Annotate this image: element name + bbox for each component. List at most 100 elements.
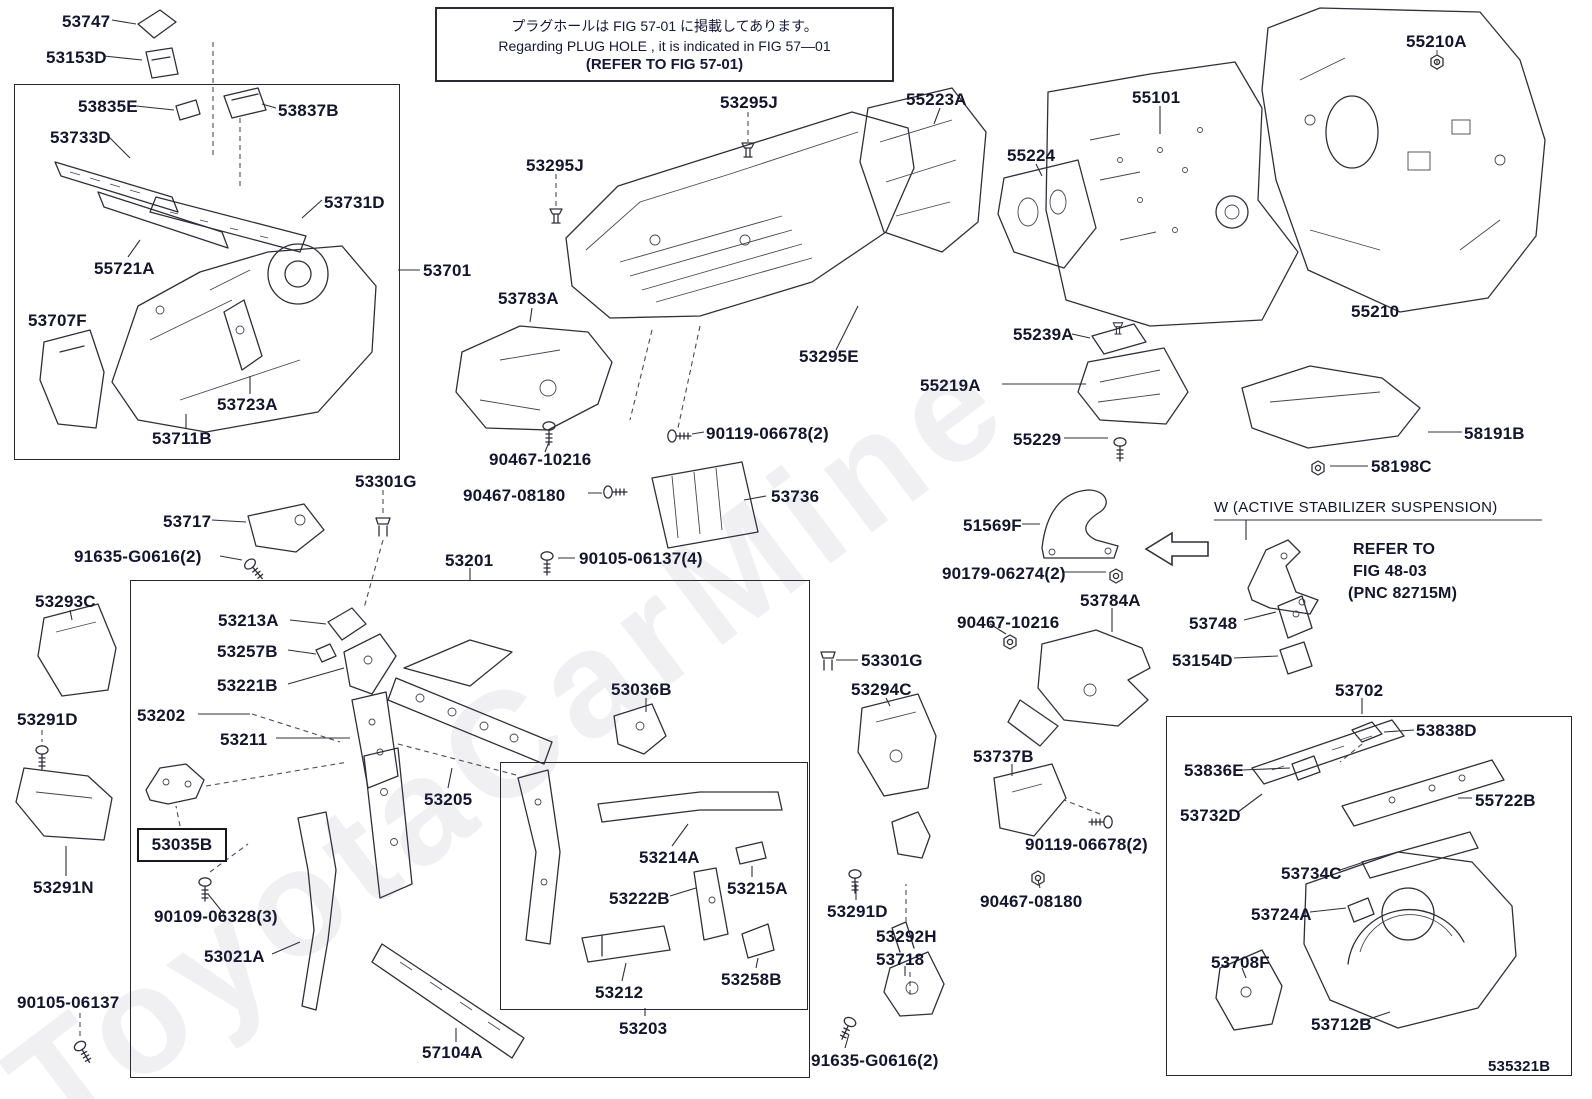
part-label-53835E[interactable]: 53835E (78, 97, 138, 116)
part-label-53731D[interactable]: 53731D (324, 193, 385, 212)
part-label-53203[interactable]: 53203 (619, 1019, 668, 1038)
radiator-support-group-drawing (145, 607, 553, 1059)
part-label-53205[interactable]: 53205 (424, 790, 473, 809)
part-label-53213A[interactable]: 53213A (218, 611, 279, 630)
part-label-53221B[interactable]: 53221B (217, 676, 278, 695)
part-label-53294C[interactable]: 53294C (851, 680, 912, 699)
part-label-55223A[interactable]: 55223A (906, 90, 967, 109)
part-label-53736[interactable]: 53736 (771, 487, 820, 506)
part-label-55219A[interactable]: 55219A (920, 376, 981, 395)
part-label-53836E[interactable]: 53836E (1184, 761, 1244, 780)
part-label-53717[interactable]: 53717 (163, 512, 212, 531)
part-label-58191B[interactable]: 58191B (1464, 424, 1525, 443)
dash-insulator-55223A-drawing (859, 87, 987, 253)
apron-rear-group-drawing (1215, 719, 1517, 1031)
part-label-53711B[interactable]: 53711B (152, 429, 212, 448)
part-label-90467-10216-1[interactable]: 90467-10216 (489, 450, 592, 469)
part-label-55229[interactable]: 55229 (1013, 430, 1062, 449)
part-label-55722B[interactable]: 55722B (1475, 791, 1536, 810)
stabilizer-heading: W (ACTIVE STABILIZER SUSPENSION) (1214, 499, 1498, 516)
part-label-53291D-1[interactable]: 53291D (17, 710, 78, 729)
part-label-53295E[interactable]: 53295E (799, 347, 859, 366)
part-label-53292H[interactable]: 53292H (876, 927, 937, 946)
part-label-53701[interactable]: 53701 (423, 261, 472, 280)
part-label-53222B[interactable]: 53222B (609, 889, 670, 908)
part-label-90119-06678-1[interactable]: 90119-06678(2) (706, 424, 829, 443)
part-label-53295J-1[interactable]: 53295J (720, 93, 778, 112)
part-label-53211[interactable]: 53211 (220, 730, 268, 749)
part-label-53718[interactable]: 53718 (876, 950, 925, 969)
refer-line-3: (PNC 82715M) (1348, 585, 1458, 602)
part-label-53748[interactable]: 53748 (1189, 614, 1238, 633)
refer-line-1: REFER TO (1353, 541, 1436, 558)
part-label-53838D[interactable]: 53838D (1416, 721, 1477, 740)
part-label-53214A[interactable]: 53214A (639, 848, 700, 867)
diagram-code: 535321B (1488, 1058, 1551, 1075)
part-label-55101[interactable]: 55101 (1132, 88, 1181, 107)
part-label-53733D[interactable]: 53733D (50, 128, 111, 147)
part-label-53734C[interactable]: 53734C (1281, 864, 1342, 883)
part-label-53712B[interactable]: 53712B (1311, 1015, 1372, 1034)
construction-dashed-lines (41, 42, 1438, 1036)
part-label-53258B[interactable]: 53258B (721, 970, 782, 989)
plug-hole-note-box: プラグホールは FIG 57-01 に掲載してあります。 Regarding P… (435, 7, 894, 82)
part-label-57104A[interactable]: 57104A (422, 1043, 483, 1062)
part-label-53708F[interactable]: 53708F (1211, 953, 1270, 972)
part-label-91635-G0616-2[interactable]: 91635-G0616(2) (811, 1051, 939, 1070)
part-label-53723A[interactable]: 53723A (217, 395, 278, 414)
part-label-51569F[interactable]: 51569F (963, 516, 1022, 535)
part-label-90467-10216-2[interactable]: 90467-10216 (957, 613, 1060, 632)
part-label-53021A[interactable]: 53021A (204, 947, 265, 966)
part-label-53257B[interactable]: 53257B (217, 642, 278, 661)
part-label-53747[interactable]: 53747 (62, 12, 111, 31)
part-label-53212[interactable]: 53212 (595, 983, 644, 1002)
part-label-53215A[interactable]: 53215A (727, 879, 788, 898)
cowl-top-panel-drawing (565, 111, 915, 319)
part-label-58198C[interactable]: 58198C (1371, 457, 1432, 476)
part-label-90119-06678-2[interactable]: 90119-06678(2) (1025, 835, 1148, 854)
part-label-53301G-1[interactable]: 53301G (355, 472, 417, 491)
part-label-53291N[interactable]: 53291N (33, 878, 94, 897)
refer-arrow-icon (1144, 531, 1209, 567)
part-label-90467-08180-2[interactable]: 90467-08180 (980, 892, 1083, 911)
cowl-bracket-53736-drawing (651, 461, 759, 549)
part-label-53837B[interactable]: 53837B (278, 101, 339, 120)
part-label-53707F[interactable]: 53707F (28, 311, 87, 330)
part-label-53724A[interactable]: 53724A (1251, 905, 1312, 924)
part-label-55210A[interactable]: 55210A (1406, 32, 1467, 51)
part-label-53784A[interactable]: 53784A (1080, 591, 1141, 610)
part-label-53783A[interactable]: 53783A (498, 289, 559, 308)
insulator-58191B-drawing (1241, 365, 1421, 449)
part-label-53732D[interactable]: 53732D (1180, 806, 1241, 825)
selected-part-highlight: 53035B (137, 828, 227, 862)
part-label-53202[interactable]: 53202 (137, 706, 186, 725)
part-label-53291D-2[interactable]: 53291D (827, 902, 888, 921)
part-label-55239A[interactable]: 55239A (1013, 325, 1074, 344)
part-label-91635-G0616-1[interactable]: 91635-G0616(2) (74, 547, 202, 566)
part-label-53737B[interactable]: 53737B (973, 747, 1034, 766)
part-label-53702[interactable]: 53702 (1335, 681, 1384, 700)
part-label-53201[interactable]: 53201 (445, 551, 494, 570)
note-line-jp: プラグホールは FIG 57-01 に掲載してあります。 (511, 18, 818, 34)
part-label-90467-08180-1[interactable]: 90467-08180 (463, 486, 566, 505)
part-label-53293C[interactable]: 53293C (35, 592, 96, 611)
refer-line-2: FIG 48-03 (1353, 563, 1427, 580)
group-box-fender-apron (14, 84, 400, 460)
part-label-53035B[interactable]: 53035B (151, 835, 213, 854)
part-label-90105-06137[interactable]: 90105-06137 (17, 993, 120, 1012)
part-label-53153D[interactable]: 53153D (46, 48, 107, 67)
part-label-55721A[interactable]: 55721A (94, 259, 155, 278)
part-label-53154D[interactable]: 53154D (1172, 651, 1233, 670)
cowl-side-panel-53783A-drawing (455, 325, 613, 431)
part-label-53295J-2[interactable]: 53295J (526, 156, 584, 175)
part-label-53036B[interactable]: 53036B (611, 680, 672, 699)
part-label-55210[interactable]: 55210 (1351, 302, 1400, 321)
part-label-90105-06137-4[interactable]: 90105-06137(4) (579, 549, 703, 568)
part-label-90179-06274[interactable]: 90179-06274(2) (942, 564, 1066, 583)
stabilizer-bracket-51569F-drawing (1041, 489, 1119, 559)
dash-panel-55101-drawing (1045, 61, 1299, 327)
part-label-53301G-2[interactable]: 53301G (861, 651, 923, 670)
part-label-55224[interactable]: 55224 (1007, 146, 1056, 165)
part-label-90109-06328[interactable]: 90109-06328(3) (154, 907, 278, 926)
